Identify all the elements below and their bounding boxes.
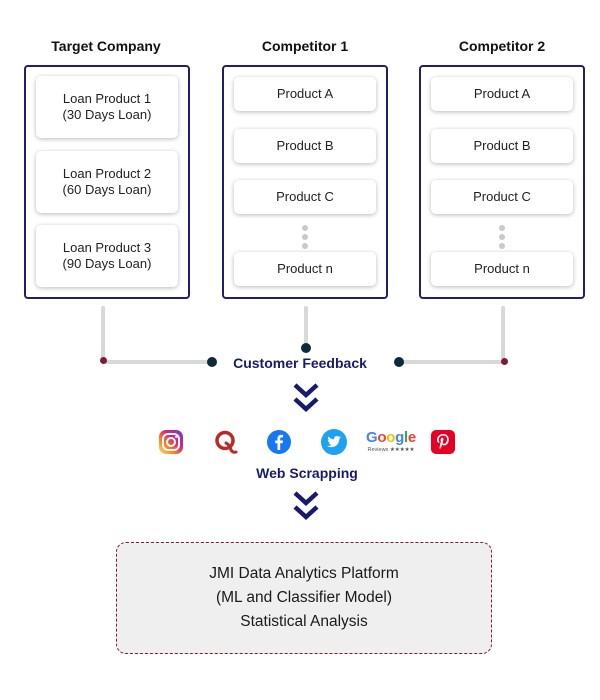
platform-model: (ML and Classifier Model) — [215, 589, 392, 606]
loan-product-3-card: Loan Product 3(90 Days Loan) — [36, 225, 178, 287]
connector-right-end-dot — [501, 358, 508, 365]
quora-icon — [212, 426, 240, 458]
card-label: Loan Product 2 — [62, 166, 152, 181]
column-title-competitor-2: Competitor 2 — [458, 38, 546, 54]
twitter-icon — [319, 426, 349, 458]
pinterest-icon — [429, 426, 457, 458]
card-sublabel: (90 Days Loan) — [62, 256, 152, 271]
connector-left-line — [104, 360, 212, 364]
product-card: Product C — [234, 180, 376, 214]
ellipsis-dots — [499, 225, 505, 252]
card-label: Loan Product 3 — [62, 240, 152, 255]
connector-left-node-dot — [207, 357, 217, 367]
platform-title: JMI Data Analytics Platform — [209, 565, 399, 582]
connector-right-stem — [501, 306, 505, 360]
product-card: Product B — [234, 129, 376, 163]
facebook-icon — [265, 426, 293, 458]
competitor-2-panel: Product A Product B Product C Product n — [419, 65, 585, 299]
loan-product-2-card: Loan Product 2(60 Days Loan) — [36, 151, 178, 213]
connector-right-node-dot — [394, 357, 404, 367]
google-reviews-sub: Reviews ★★★★★ — [367, 447, 415, 453]
analytics-platform-box: JMI Data Analytics Platform (ML and Clas… — [116, 542, 492, 654]
product-card: Product A — [234, 77, 376, 111]
product-card: Product n — [234, 252, 376, 286]
card-label: Loan Product 1 — [62, 91, 152, 106]
google-reviews-logo: Google Reviews ★★★★★ — [364, 426, 418, 458]
target-company-panel: Loan Product 1(30 Days Loan) Loan Produc… — [24, 65, 190, 299]
connector-center-stem — [304, 306, 308, 346]
product-card: Product B — [431, 129, 573, 163]
double-chevron-down-icon — [293, 383, 319, 413]
ellipsis-dots — [302, 225, 308, 252]
card-sublabel: (30 Days Loan) — [62, 107, 152, 122]
product-card: Product C — [431, 180, 573, 214]
google-wordmark: Google — [366, 429, 416, 446]
connector-left-stem — [101, 306, 105, 360]
double-chevron-down-icon — [293, 491, 319, 521]
column-title-target-company: Target Company — [51, 38, 161, 54]
instagram-icon — [157, 426, 185, 458]
connector-left-end-dot — [100, 357, 107, 364]
competitor-1-panel: Product A Product B Product C Product n — [222, 65, 388, 299]
connector-right-line — [400, 360, 504, 364]
loan-product-1-card: Loan Product 1(30 Days Loan) — [36, 76, 178, 138]
column-title-competitor-1: Competitor 1 — [261, 38, 349, 54]
customer-feedback-label: Customer Feedback — [233, 355, 367, 371]
card-sublabel: (60 Days Loan) — [62, 182, 152, 197]
product-card: Product n — [431, 252, 573, 286]
web-scraping-label: Web Scrapping — [256, 465, 358, 481]
platform-analysis: Statistical Analysis — [240, 613, 368, 630]
connector-center-node-dot — [301, 343, 311, 353]
product-card: Product A — [431, 77, 573, 111]
